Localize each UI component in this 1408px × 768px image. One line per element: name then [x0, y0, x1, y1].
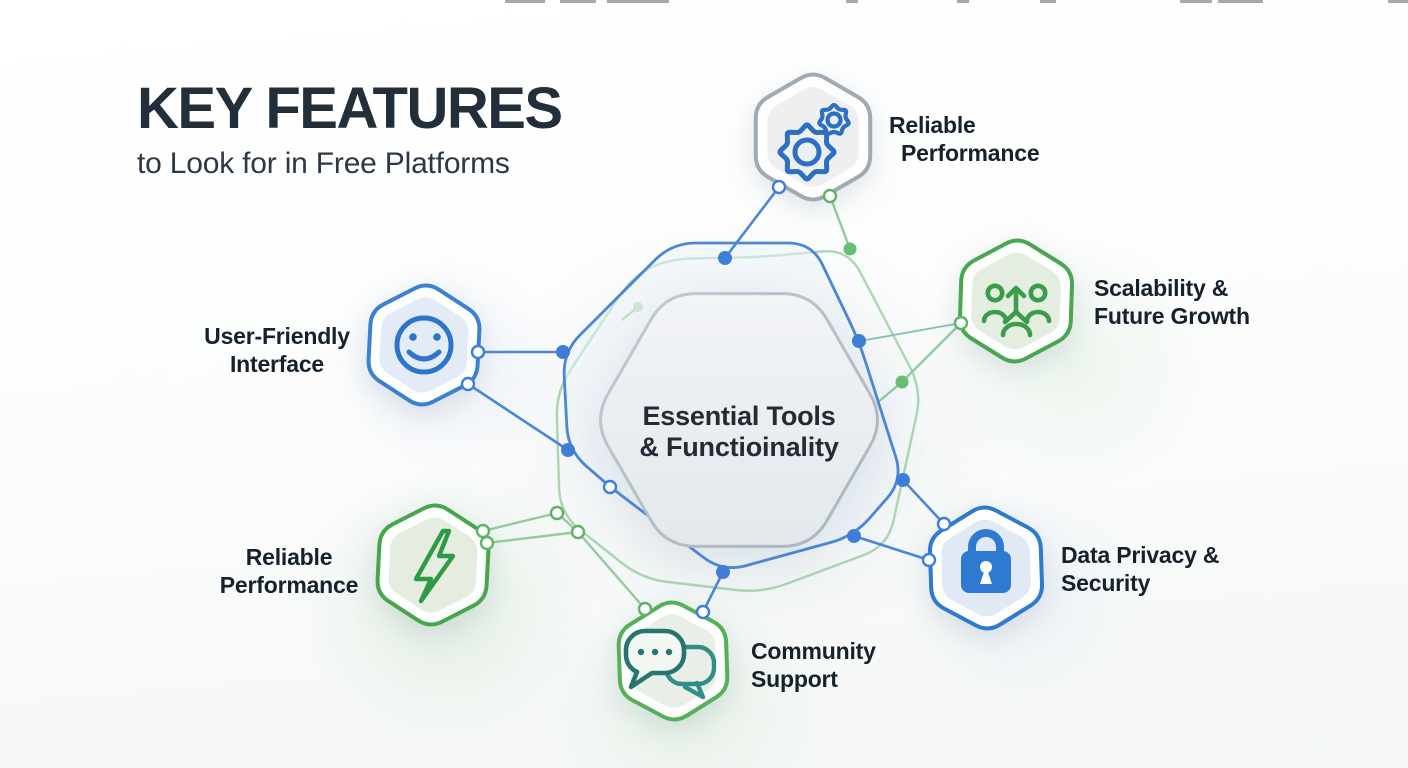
top-edge-artifact	[607, 0, 669, 3]
blue-node-dot	[896, 473, 910, 487]
top-edge-artifact	[560, 0, 596, 3]
blue-node-dot	[847, 529, 861, 543]
blue-connector	[723, 186, 781, 259]
green-ring-node	[570, 524, 586, 540]
blue-ring-node	[936, 516, 952, 532]
gears-icon	[777, 102, 851, 182]
faint-node-dot	[633, 302, 643, 312]
center-hexagon-shape	[599, 292, 879, 548]
green-node-dot	[895, 375, 909, 389]
hexagon-inner-fill	[388, 517, 478, 613]
top-edge-artifact	[846, 0, 858, 3]
blue-ring-node	[470, 344, 486, 360]
blue-node-dot	[852, 334, 866, 348]
people-growth-icon	[981, 283, 1052, 338]
green-ring-node	[475, 523, 491, 539]
top-edge-artifact	[1388, 0, 1408, 3]
green-ring-node	[822, 188, 838, 204]
green-ring-node	[479, 535, 495, 551]
page-subtitle: to Look for in Free Platforms	[137, 147, 510, 180]
green-connector	[556, 512, 646, 610]
top-edge-artifact	[1180, 0, 1212, 3]
blue-ring-node	[602, 479, 618, 495]
blue-connector	[853, 534, 930, 562]
blue-node-dot	[718, 251, 732, 265]
reliable-performance-bottom-hexagon	[375, 503, 491, 627]
teal-connector	[859, 322, 962, 342]
center-hexagon	[599, 292, 879, 548]
lightning-bolt-icon	[413, 528, 456, 604]
top-edge-artifact	[1040, 0, 1056, 3]
connection-nodes	[460, 179, 969, 620]
green-ring-node	[549, 505, 565, 521]
blue-node-dot	[556, 345, 570, 359]
green-connector	[486, 530, 579, 545]
chat-bubbles-icon	[623, 628, 717, 700]
label-reliable-performance-bottom: Reliable Performance	[219, 544, 359, 598]
label-community-support: Community Support	[751, 638, 876, 692]
page-title: KEY FEATURES	[137, 76, 563, 141]
green-ring-node	[953, 315, 969, 331]
blue-ring-node	[460, 376, 476, 392]
title-block: KEY FEATURES to Look for in Free Platfor…	[137, 76, 563, 181]
label-scalability-growth: Scalability & Future Growth	[1094, 275, 1250, 329]
top-edge-artifact	[957, 0, 969, 3]
label-user-friendly-interface: User-Friendly Interface	[204, 323, 350, 377]
green-connector	[482, 511, 558, 533]
top-edge-artifact	[1218, 0, 1263, 3]
top-edge-artifact	[505, 0, 545, 3]
blue-node-dot	[561, 443, 575, 457]
data-privacy-security-hexagon	[927, 505, 1045, 631]
lock-icon	[961, 529, 1011, 593]
blue-connector	[902, 479, 945, 525]
blue-ring-node	[771, 179, 787, 195]
label-reliable-performance-top: Reliable Performance	[889, 112, 1040, 166]
reliable-performance-top-hexagon	[753, 72, 873, 202]
blue-connector	[467, 382, 569, 452]
hexagon-inner-fill	[379, 297, 469, 393]
green-ring-node	[637, 601, 653, 617]
green-node-dot	[843, 242, 857, 256]
center-hexagon-label: Essential Tools & Functioinality	[639, 401, 839, 462]
label-data-privacy-security: Data Privacy & Security	[1061, 542, 1220, 596]
green-connector	[828, 195, 852, 250]
blue-node-dot	[716, 565, 730, 579]
user-friendly-interface-hexagon	[366, 283, 482, 407]
scalability-growth-hexagon	[957, 238, 1075, 364]
blue-ring-node	[921, 552, 937, 568]
smiley-face-icon	[394, 315, 454, 375]
community-support-hexagon	[616, 600, 730, 722]
blue-ring-node	[695, 604, 711, 620]
blue-connector	[701, 571, 725, 613]
connector-lines	[467, 186, 962, 613]
